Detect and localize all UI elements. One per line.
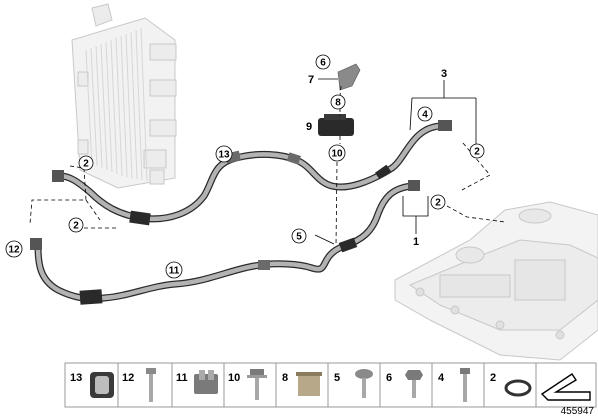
bolt-icon [146, 368, 156, 402]
svg-text:13: 13 [218, 150, 230, 161]
legend-cell-11[interactable]: 11 [176, 370, 218, 394]
long-bolt-icon [460, 368, 470, 402]
o-ring-icon [504, 379, 532, 397]
oil-line-11 [34, 182, 416, 303]
flange-bolt-icon [247, 369, 267, 400]
svg-text:2: 2 [474, 147, 480, 158]
callout-8[interactable]: 8 [330, 94, 346, 110]
oil-pan [394, 201, 598, 361]
svg-text:9: 9 [306, 121, 312, 133]
legend-cell-arrow[interactable] [540, 373, 591, 401]
spacer-sleeve-icon [296, 372, 322, 396]
legend-cell-5[interactable]: 5 [334, 369, 373, 398]
legend-cell-6[interactable]: 6 [386, 370, 423, 398]
svg-text:8: 8 [335, 98, 341, 109]
line-11-fittings [30, 180, 420, 305]
callout-12[interactable]: 12 [5, 240, 23, 258]
callout-6[interactable]: 6 [315, 54, 331, 70]
svg-text:1: 1 [413, 236, 419, 248]
svg-text:6: 6 [320, 58, 326, 69]
callout-4[interactable]: 4 [417, 106, 433, 122]
callout-3[interactable]: 3 [441, 68, 447, 80]
bracket-7 [337, 63, 361, 91]
svg-text:2: 2 [73, 221, 79, 232]
cooler-fins [85, 27, 148, 182]
torx-bolt-icon [355, 369, 373, 398]
callout-11[interactable]: 11 [165, 261, 183, 279]
callout-5[interactable]: 5 [291, 228, 307, 244]
callout-2-upper-right[interactable]: 2 [469, 143, 485, 159]
callout-13[interactable]: 13 [215, 145, 233, 163]
legend-cell-8[interactable]: 8 [282, 372, 322, 396]
svg-text:4: 4 [422, 110, 428, 121]
callout-2-lower-left[interactable]: 2 [68, 217, 84, 233]
svg-text:3: 3 [441, 68, 447, 80]
arrow-icon [540, 373, 591, 401]
svg-text:11: 11 [169, 266, 180, 277]
svg-text:12: 12 [122, 372, 134, 384]
callout-2-cooler[interactable]: 2 [78, 155, 94, 171]
legend-strip [64, 362, 597, 408]
callout-7[interactable]: 7 [308, 74, 314, 86]
hex-bolt-icon [405, 370, 423, 398]
leader-lines [314, 78, 477, 245]
svg-text:12: 12 [8, 245, 20, 256]
holder-9 [318, 114, 354, 136]
callout-1[interactable]: 1 [413, 236, 419, 248]
svg-text:5: 5 [334, 372, 340, 384]
svg-text:5: 5 [296, 232, 302, 243]
svg-text:4: 4 [438, 372, 445, 384]
svg-text:11: 11 [176, 372, 188, 384]
dashed-leaders [29, 85, 506, 247]
callout-2-middle-right[interactable]: 2 [430, 194, 446, 210]
legend-cell-13[interactable]: 13 [70, 372, 114, 398]
svg-text:10: 10 [228, 372, 240, 384]
svg-text:10: 10 [331, 149, 343, 160]
svg-text:6: 6 [386, 372, 392, 384]
callout-10[interactable]: 10 [328, 144, 346, 162]
svg-text:8: 8 [282, 372, 288, 384]
svg-text:2: 2 [83, 159, 89, 170]
reference-number: 455947 [561, 406, 595, 417]
legend-cell-12[interactable]: 12 [122, 368, 156, 402]
svg-text:2: 2 [490, 372, 496, 384]
clamp-sleeve-icon [90, 372, 114, 398]
svg-text:7: 7 [308, 74, 314, 86]
legend-cell-4[interactable]: 4 [438, 368, 470, 402]
clip-bracket-icon [194, 370, 218, 394]
callout-9[interactable]: 9 [306, 121, 312, 133]
legend-cell-10[interactable]: 10 [228, 369, 267, 400]
legend-cell-2[interactable]: 2 [490, 372, 532, 397]
svg-text:2: 2 [435, 198, 441, 209]
svg-text:13: 13 [70, 372, 82, 384]
